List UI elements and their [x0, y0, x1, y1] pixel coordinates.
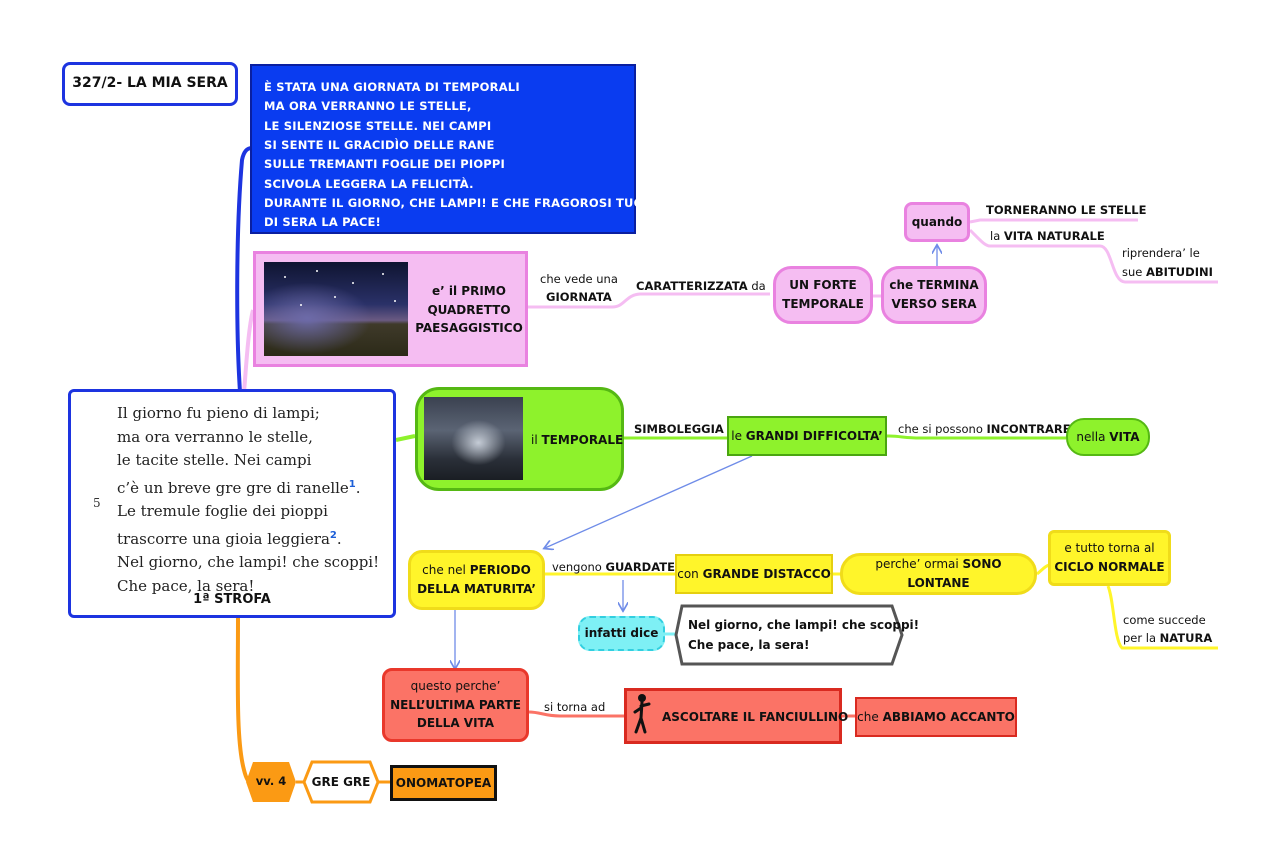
link-label: che si possono INCONTRARE	[898, 422, 1071, 436]
link-label: riprendera’ le	[1122, 246, 1200, 260]
difficolta-node: le GRANDI DIFFICOLTA’	[727, 416, 887, 456]
poem-line: Le tremule foglie dei pioppi	[117, 502, 328, 520]
link-label: SIMBOLEGGIA	[634, 422, 724, 436]
distacco-node: con GRANDE DISTACCO	[675, 554, 833, 594]
summary-box: È STATA UNA GIORNATA DI TEMPORALI MA ORA…	[250, 64, 658, 234]
link-label: TORNERANNO LE STELLE	[986, 203, 1147, 217]
storm-photo	[424, 397, 523, 480]
lontane-node: perche’ ormai SONO LONTANE	[840, 553, 1037, 595]
link-label: per la NATURA	[1123, 631, 1213, 645]
poem-line: Che pace, la sera!	[117, 576, 255, 595]
summary-line: MA ORA VERRANNO LE STELLE,	[264, 99, 472, 114]
quote-hexagon	[674, 604, 904, 666]
poem-box: Il giorno fu pieno di lampi; ma ora verr…	[68, 389, 396, 618]
link-label: vengono GUARDATE	[552, 560, 675, 574]
fanciullino-node	[624, 688, 842, 744]
summary-line: DI SERA LA PACE!	[264, 215, 381, 230]
quando-node: quando	[904, 202, 970, 242]
strofa-label: 1ª STROFA	[193, 592, 271, 607]
onomatopea-node: ONOMATOPEA	[390, 765, 497, 801]
summary-line: È STATA UNA GIORNATA DI TEMPORALI	[264, 80, 520, 94]
gregre-hexagon	[302, 760, 380, 804]
link-label: si torna ad	[544, 700, 606, 714]
summary-line: LE SILENZIOSE STELLE. NEI CAMPI	[264, 118, 492, 133]
poem-line: Nel giorno, che lampi! che scoppi!	[117, 553, 380, 571]
nella-vita-node: nella VITA	[1066, 418, 1150, 456]
vv-hexagon	[246, 762, 296, 802]
summary-line: SI SENTE IL GRACIDÌO DELLE RANE	[264, 137, 495, 152]
vv-label: vv. 4	[255, 774, 287, 789]
map-title: 327/2- LA MIA SERA	[62, 62, 238, 106]
link-label: sue ABITUDINI	[1122, 265, 1213, 279]
poem-line: trascorre una gioia leggiera2.	[117, 529, 342, 548]
summary-line: DURANTE IL GIORNO, CHE LAMPI! E CHE FRAG…	[264, 195, 658, 210]
link-label: GIORNATA	[546, 290, 612, 304]
night-sky-photo	[264, 262, 408, 356]
fanciullino-label: ASCOLTARE IL FANCIULLINO	[662, 710, 849, 724]
accanto-node: che ABBIAMO ACCANTO	[855, 697, 1017, 737]
temporale-label: il TEMPORALE	[531, 433, 624, 447]
summary-line: SULLE TREMANTI FOGLIE DEI PIOPPI	[264, 157, 506, 172]
line-number: 5	[93, 496, 101, 510]
link-label: la VITA NATURALE	[990, 229, 1105, 243]
poem-line: Il giorno fu pieno di lampi;	[117, 404, 320, 422]
quote-text: Nel giorno, che lampi! che scoppi!Che pa…	[688, 618, 920, 652]
child-figure-icon	[633, 694, 651, 734]
infatti-dice-node: infatti dice	[578, 616, 665, 651]
link-label: come succede	[1123, 613, 1206, 627]
summary-line: SCIVOLA LEGGERA LA FELICITÀ.	[264, 176, 474, 191]
gregre-label: GRE GRE	[311, 774, 371, 789]
poem-line: ma ora verranno le stelle,	[117, 427, 313, 446]
poem-line: c’è un breve gre gre di ranelle1.	[117, 478, 361, 497]
poem-line: le tacite stelle. Nei campi	[117, 451, 312, 469]
link-label: che vede una	[540, 272, 618, 286]
link-label: CARATTERIZZATA da	[636, 279, 766, 293]
